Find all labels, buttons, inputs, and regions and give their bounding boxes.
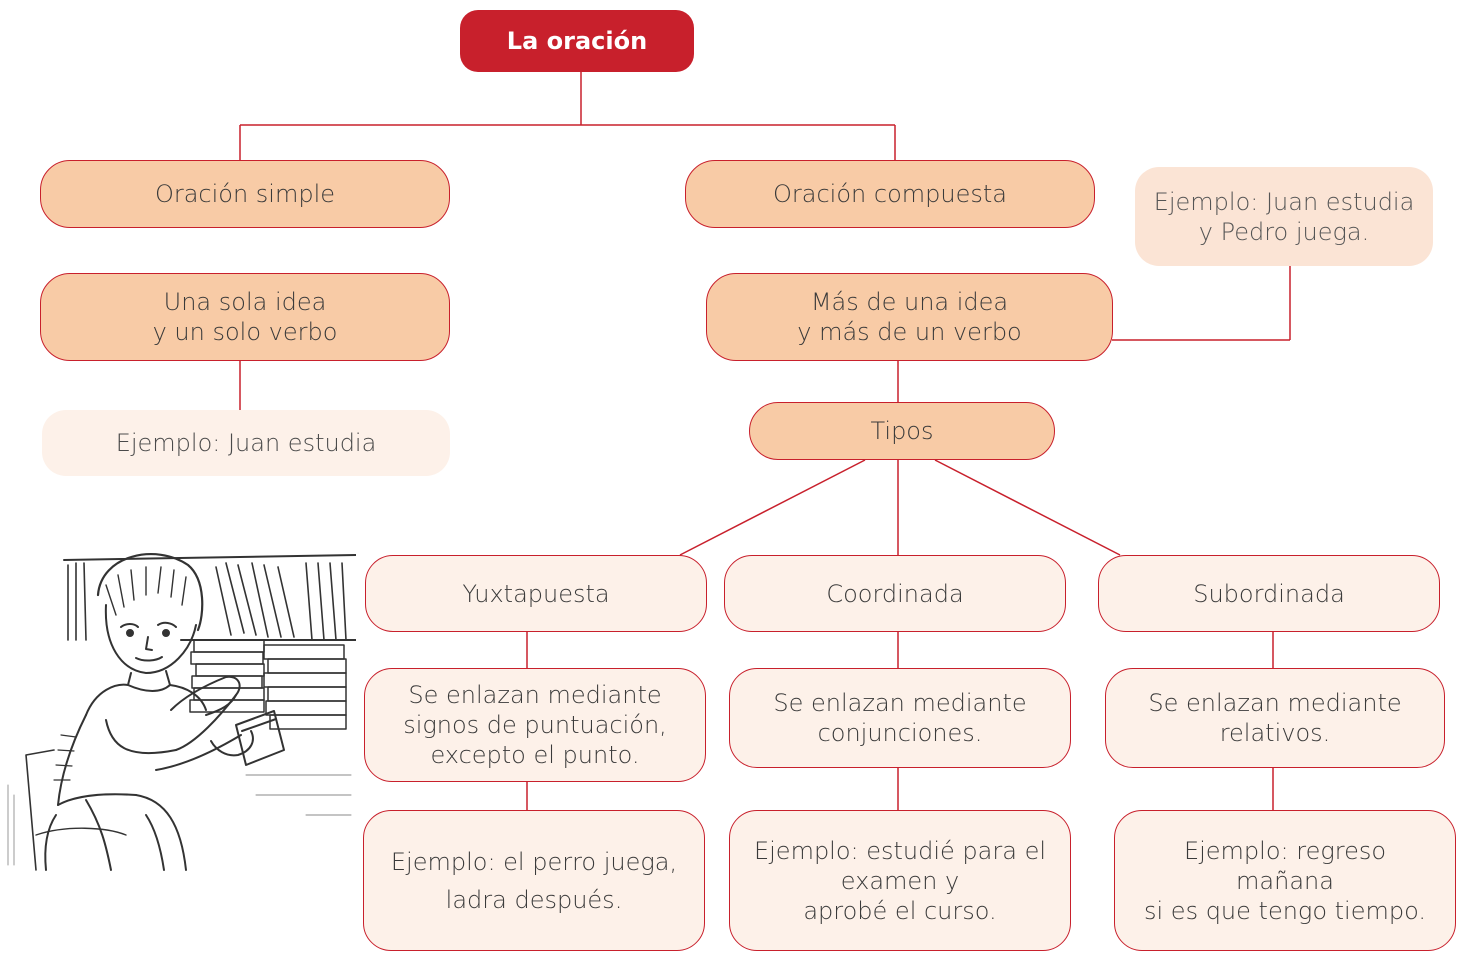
coordinada-definition-node: Se enlazan mediante conjunciones. [729, 668, 1071, 768]
simple-definition-node: Una sola idea y un solo verbo [40, 273, 450, 361]
simple-example-node: Ejemplo: Juan estudia [42, 410, 450, 476]
compuesta-title-node: Oración compuesta [685, 160, 1095, 228]
compuesta-example-node: Ejemplo: Juan estudia y Pedro juega. [1135, 167, 1433, 266]
subordinada-example-node: Ejemplo: regreso mañana si es que tengo … [1114, 810, 1456, 951]
yuxtapuesta-example-node: Ejemplo: el perro juega, ladra después. [363, 810, 705, 951]
coordinada-title-node: Coordinada [724, 555, 1066, 632]
subordinada-title-node: Subordinada [1098, 555, 1440, 632]
root-node: La oración [460, 10, 694, 72]
subordinada-definition-node: Se enlazan mediante relativos. [1105, 668, 1445, 768]
tipos-node: Tipos [749, 402, 1055, 460]
yuxtapuesta-title-node: Yuxtapuesta [365, 555, 707, 632]
boy-reading-with-books-icon [7, 553, 356, 871]
connector-tipos-subordinada [934, 459, 1121, 556]
simple-title-node: Oración simple [40, 160, 450, 228]
yuxtapuesta-definition-node: Se enlazan mediante signos de puntuación… [364, 668, 706, 782]
connector-tipos-yuxtapuesta [679, 459, 866, 556]
compuesta-definition-node: Más de una idea y más de un verbo [706, 273, 1113, 361]
coordinada-example-node: Ejemplo: estudié para el examen y aprobé… [729, 810, 1071, 951]
